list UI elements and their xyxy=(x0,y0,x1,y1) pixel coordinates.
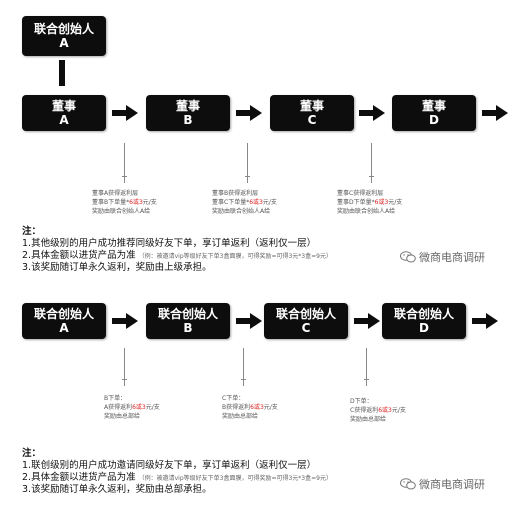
callout-tick xyxy=(245,176,250,177)
watermark-bottom: 微商电商调研 xyxy=(400,476,485,492)
cofounder-box-a: 联合创始人 A xyxy=(22,303,106,339)
watermark-top: 微商电商调研 xyxy=(400,249,485,265)
note-2: 2.具体金额以进货产品为准 （例：被邀请vip等级好友下单3盒面膜，可得奖励=可… xyxy=(22,250,332,261)
callout-tick xyxy=(241,379,246,380)
founder-connector xyxy=(59,60,65,86)
watermark-text: 微商电商调研 xyxy=(419,251,485,264)
note-2: 2.具体金额以进货产品为准 （例：被邀请vip等级好友下单3盒面膜，可得奖励=可… xyxy=(22,472,332,483)
director-box-d: 董事 D xyxy=(392,95,476,131)
director-box-a: 董事 A xyxy=(22,95,106,131)
callout-line xyxy=(366,348,367,386)
note-3: 3.该奖励随订单永久返利，奖励由上级承担。 xyxy=(22,262,212,273)
note-3: 3.该奖励随订单永久返利，奖励由总部承担。 xyxy=(22,484,212,495)
arrow-icon xyxy=(354,313,380,329)
cofounder-box-b: 联合创始人 B xyxy=(146,303,230,339)
arrow-icon xyxy=(236,105,262,121)
arrow-icon xyxy=(236,313,262,329)
founder-box-top: 联合创始人 A xyxy=(22,16,106,56)
callout-tick xyxy=(122,379,127,380)
callout-line xyxy=(124,143,125,183)
founder-title: 联合创始人 xyxy=(33,21,94,36)
note-1: 1.其他级别的用户成功推荐同级好友下单，享订单返利（返利仅一层） xyxy=(22,238,317,249)
callout-line xyxy=(247,143,248,183)
director-box-c: 董事 C xyxy=(270,95,354,131)
caption-a: 董事A获得返利层 董事B下单量*6或3元/支 奖励由联合创始人A给 xyxy=(92,190,157,215)
caption-c-order: C下单： B获得返利6或3元/支 奖励由总部给 xyxy=(222,395,278,420)
callout-tick xyxy=(364,379,369,380)
caption-d-order: D下单： C获得返利6或3元/支 奖励由总部给 xyxy=(350,398,406,423)
wechat-icon xyxy=(400,251,416,263)
note-1: 1.联创级别的用户成功邀请同级好友下单，享订单返利（返利仅一层） xyxy=(22,460,317,471)
watermark-text: 微商电商调研 xyxy=(419,478,485,491)
callout-line xyxy=(371,143,372,183)
arrow-icon xyxy=(112,105,138,121)
arrow-icon xyxy=(359,105,385,121)
director-box-b: 董事 B xyxy=(146,95,230,131)
caption-b-order: B下单： A获得返利6或3元/支 奖励由总部给 xyxy=(104,395,160,420)
caption-b: 董事B获得返利层 董事C下单量*6或3元/支 奖励由联合创始人A给 xyxy=(212,190,277,215)
caption-c: 董事C获得返利层 董事D下单量*6或3元/支 奖励由联合创始人A给 xyxy=(337,190,403,215)
arrow-icon xyxy=(482,105,508,121)
arrow-icon xyxy=(472,313,498,329)
cofounder-box-d: 联合创始人 D xyxy=(382,303,466,339)
callout-tick xyxy=(122,176,127,177)
wechat-icon xyxy=(400,478,416,490)
callout-line xyxy=(243,348,244,386)
notes-heading: 注： xyxy=(22,226,42,237)
notes-heading: 注： xyxy=(22,448,42,459)
arrow-icon xyxy=(112,313,138,329)
callout-line xyxy=(124,348,125,386)
cofounder-box-c: 联合创始人 C xyxy=(264,303,348,339)
callout-tick xyxy=(369,176,374,177)
founder-letter: A xyxy=(59,35,69,50)
